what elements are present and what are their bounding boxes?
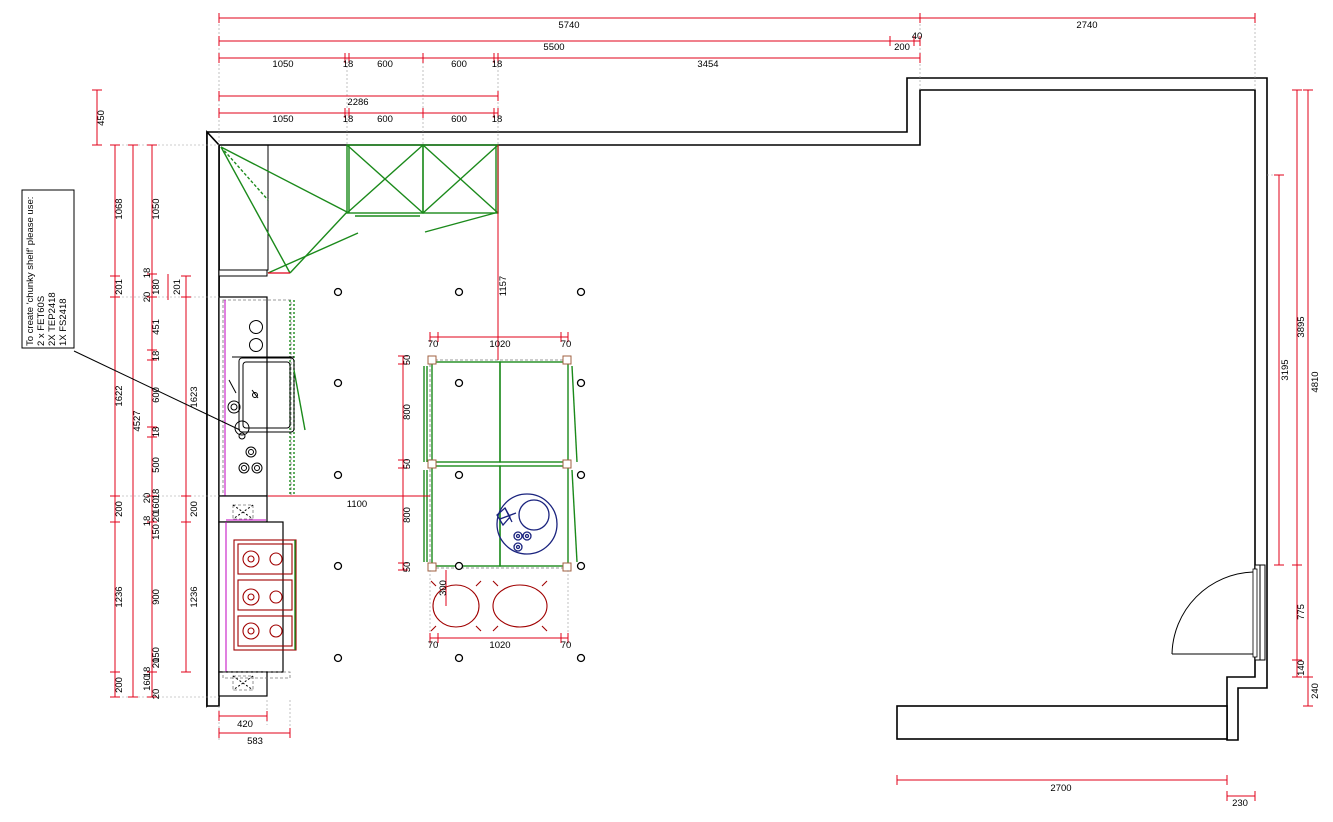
dim-label: 450	[96, 110, 107, 126]
dim-label: 2286	[347, 97, 368, 108]
dim-label: 20	[142, 292, 153, 303]
dim-label: 70	[561, 640, 572, 651]
dim-label: 150	[151, 647, 162, 663]
dim-label: 451	[151, 319, 162, 335]
dim-label: 200	[114, 501, 125, 517]
wall-cabinets	[218, 144, 499, 277]
dim-label: 583	[247, 736, 263, 747]
dim-label: 500	[151, 457, 162, 473]
dim-label: 4527	[132, 410, 143, 431]
dim-label: 20	[142, 493, 153, 504]
dim-label: 160	[151, 498, 162, 514]
dim-label: 600	[451, 59, 467, 70]
dim-label: 900	[151, 589, 162, 605]
walls	[206, 77, 1268, 741]
dim-label: 20	[151, 512, 162, 523]
note-line-4: 1X FS2418	[58, 298, 69, 346]
dim-label: 230	[1232, 798, 1248, 809]
dim-label: 1050	[151, 198, 162, 219]
dim-label: 1100	[347, 499, 367, 510]
note-box	[21, 189, 75, 349]
dim-label: 1157	[498, 276, 509, 296]
dim-label: 50	[402, 459, 413, 470]
lower-left-appliances	[218, 495, 297, 697]
dim-label: 1050	[272, 59, 293, 70]
dim-label: 18	[151, 427, 162, 438]
dim-label: 160	[142, 675, 153, 691]
dim-label: 800	[402, 507, 413, 523]
dim-label: 1236	[114, 586, 125, 607]
dim-label: 40	[912, 31, 923, 42]
ceiling-lights	[333, 287, 586, 663]
dimension-labels: 5740 2740 5500 200 40 1050 18 600 600 18…	[96, 20, 1321, 809]
dim-label: 50	[402, 355, 413, 366]
dim-label: 1622	[114, 385, 125, 406]
dim-label: 180	[151, 279, 162, 295]
dim-label: 800	[402, 404, 413, 420]
door-swing	[1171, 568, 1258, 658]
dim-label: 600	[377, 59, 393, 70]
dim-label: 18	[151, 351, 162, 362]
dim-label: 600	[451, 114, 467, 125]
dim-label: 200	[894, 42, 910, 53]
dim-label: 3195	[1280, 359, 1291, 380]
dim-label: 775	[1296, 604, 1307, 620]
dim-label: 1050	[272, 114, 293, 125]
island	[423, 355, 578, 572]
dim-label: 50	[402, 562, 413, 573]
dim-label: 140	[1296, 660, 1307, 676]
dim-label: 201	[114, 279, 125, 295]
dim-label: 300	[438, 580, 449, 596]
dim-label: 4810	[1310, 371, 1321, 392]
dim-label: 18	[343, 59, 354, 70]
left-base-run	[218, 296, 306, 497]
dim-label: 70	[428, 640, 439, 651]
dim-label: 18	[142, 667, 153, 678]
stools	[430, 580, 548, 632]
dim-label: 200	[189, 501, 200, 517]
bottom-wall	[896, 705, 1228, 740]
note-callout: To create 'chunky shelf' please use: 2 x…	[21, 189, 241, 431]
dim-label: 200	[114, 677, 125, 693]
dim-label: 5500	[543, 42, 564, 53]
dim-label: 1020	[489, 640, 510, 651]
dim-label: 600	[377, 114, 393, 125]
dim-label: 3454	[697, 59, 718, 70]
dim-label: 18	[142, 516, 153, 527]
dim-label: 2700	[1050, 783, 1071, 794]
dim-label: 1068	[114, 198, 125, 219]
dim-label: 240	[1310, 683, 1321, 699]
dim-label: 18	[151, 489, 162, 500]
note-leader-line	[73, 350, 241, 431]
dim-label: 20	[151, 658, 162, 669]
dim-label: 2740	[1076, 20, 1097, 31]
dim-label: 1020	[489, 339, 510, 350]
dim-label: 70	[428, 339, 439, 350]
dim-label: 20	[151, 689, 162, 700]
dim-label: 18	[492, 114, 503, 125]
dimension-lines	[92, 13, 1313, 801]
extension-lines	[110, 20, 1280, 740]
dim-label: 18	[142, 268, 153, 279]
dim-label: 70	[561, 339, 572, 350]
dim-label: 3895	[1296, 316, 1307, 337]
note-line-2: 2 x FET60S	[36, 296, 47, 346]
dim-label: 1236	[189, 586, 200, 607]
dim-label: 600	[151, 387, 162, 403]
dim-label: 201	[172, 279, 183, 295]
dim-label: 5740	[558, 20, 579, 31]
dim-label: 150	[151, 524, 162, 540]
dim-label: 1623	[189, 386, 200, 407]
dim-label: 18	[492, 59, 503, 70]
dim-label: 18	[343, 114, 354, 125]
note-line-1: To create 'chunky shelf' please use:	[25, 197, 36, 346]
note-line-3: 2X TEP2418	[47, 292, 58, 346]
dim-label: 420	[237, 719, 253, 730]
